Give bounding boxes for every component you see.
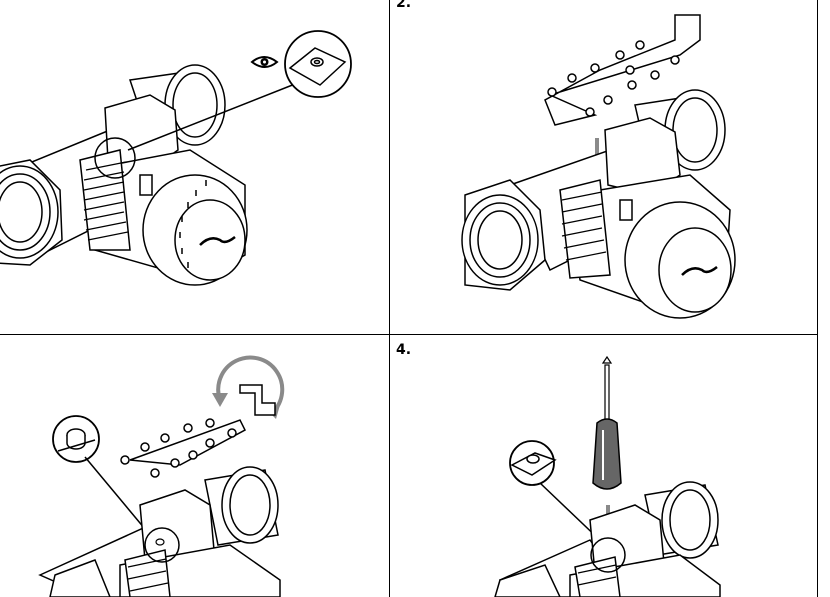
eye-icon [250, 56, 279, 68]
rotate-arrow-icon [216, 355, 285, 415]
step-number: 2. [396, 0, 412, 11]
panel-step-3 [0, 335, 389, 597]
horizontal-divider [0, 334, 818, 335]
step-1-illustration [0, 30, 352, 286]
panel-step-2: 2. [390, 0, 817, 334]
vertical-divider [389, 0, 390, 597]
clip-part [544, 14, 701, 126]
step-number: 4. [396, 342, 412, 358]
step-4-illustration [494, 355, 721, 597]
panel-step-1 [0, 0, 389, 334]
clip-part [120, 384, 276, 478]
step-2-illustration [461, 14, 736, 319]
screwdriver-icon [592, 355, 622, 490]
step-3-illustration [38, 355, 285, 597]
brand-logo [199, 236, 236, 246]
brand-logo [681, 266, 718, 276]
right-border [817, 0, 818, 597]
panel-step-4: 4. [390, 335, 817, 597]
